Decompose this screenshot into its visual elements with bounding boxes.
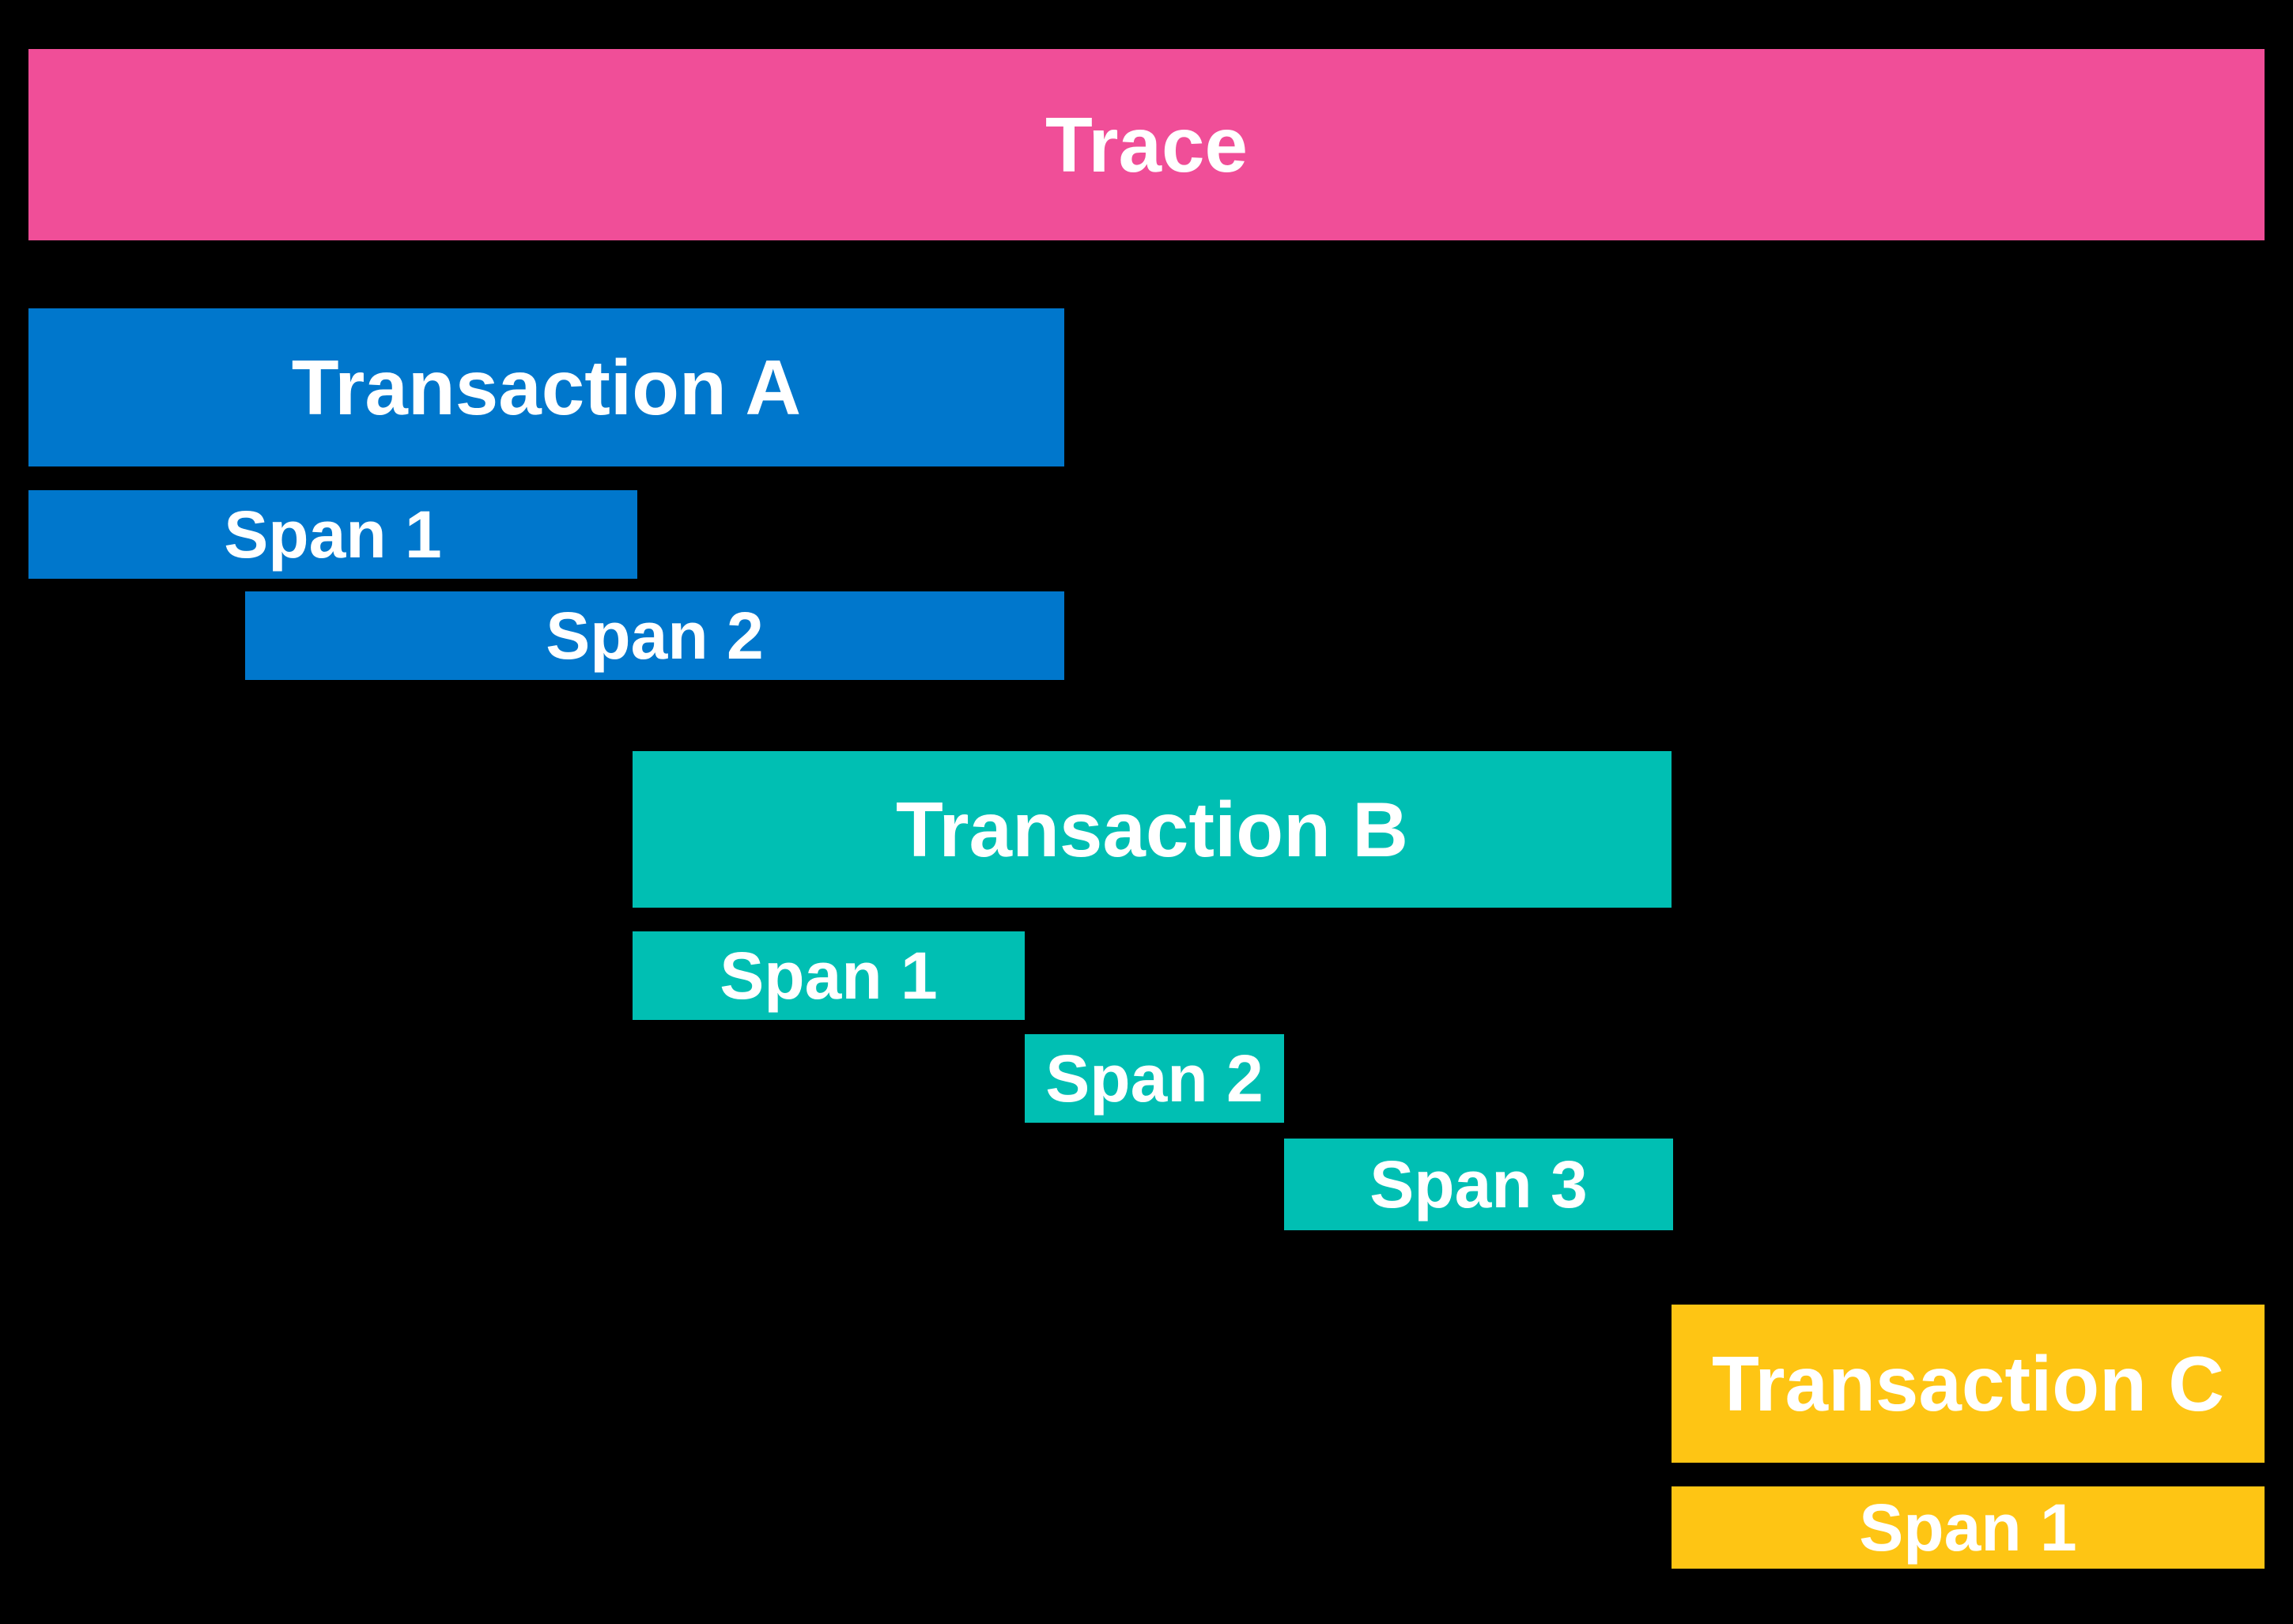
transaction-b-span-3-bar: Span 3	[1284, 1139, 1673, 1230]
transaction-b-bar: Transaction B	[633, 751, 1672, 908]
transaction-c-span-1-bar: Span 1	[1672, 1486, 2265, 1569]
transaction-c-bar: Transaction C	[1672, 1305, 2265, 1463]
transaction-c-span-1-label: Span 1	[1859, 1490, 2077, 1565]
transaction-a-label: Transaction A	[291, 344, 802, 431]
trace-bar: Trace	[28, 49, 2265, 240]
transaction-a-span-2-label: Span 2	[546, 599, 764, 673]
transaction-b-span-2-label: Span 2	[1045, 1041, 1264, 1116]
transaction-c-label: Transaction C	[1711, 1340, 2225, 1427]
transaction-a-span-1-bar: Span 1	[28, 490, 637, 579]
transaction-b-span-3-label: Span 3	[1369, 1147, 1588, 1222]
trace-label: Trace	[1045, 101, 1248, 188]
transaction-b-span-1-label: Span 1	[720, 939, 938, 1013]
transaction-b-span-1-bar: Span 1	[633, 931, 1025, 1020]
transaction-b-span-2-bar: Span 2	[1025, 1034, 1284, 1123]
transaction-a-span-1-label: Span 1	[224, 497, 442, 572]
transaction-a-bar: Transaction A	[28, 308, 1064, 466]
transaction-a-span-2-bar: Span 2	[245, 591, 1064, 680]
transaction-b-label: Transaction B	[895, 786, 1409, 873]
